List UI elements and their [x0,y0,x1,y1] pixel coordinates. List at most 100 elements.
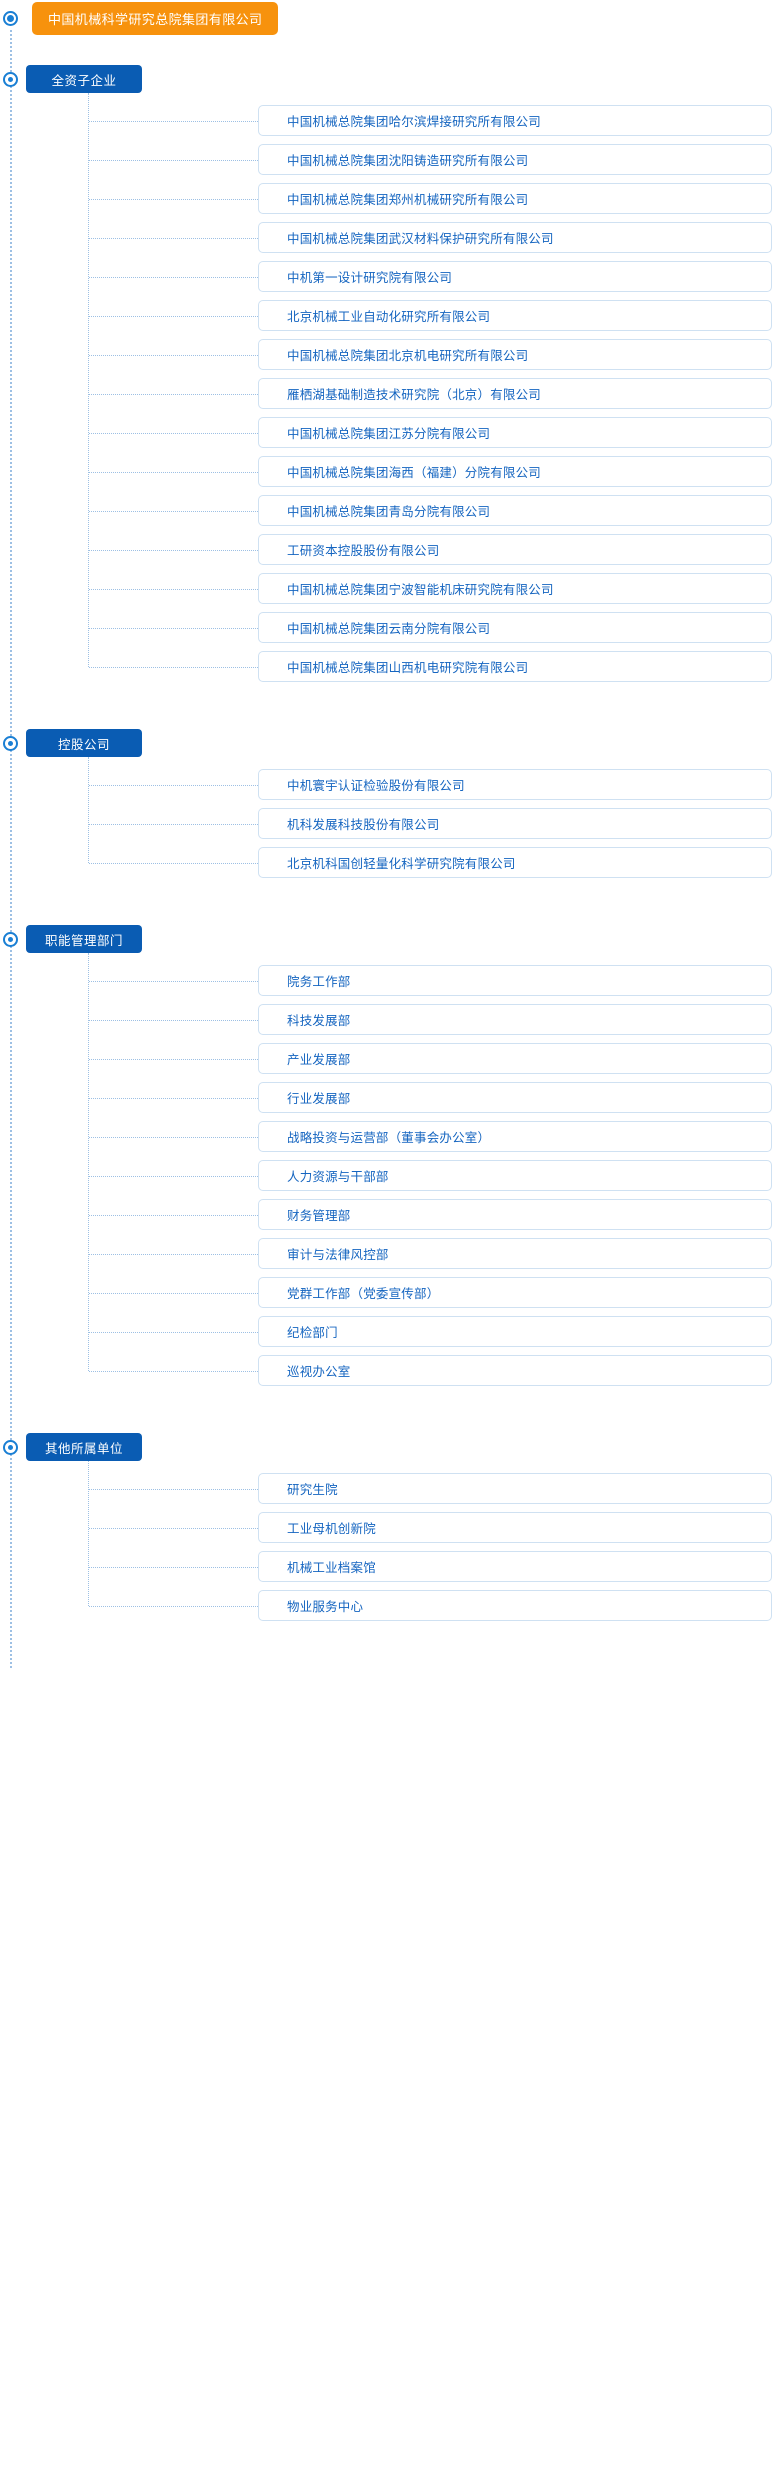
branch-horizontal-2-4 [89,1136,258,1138]
branch-horizontal-2-10 [89,1370,258,1372]
branch-horizontal-0-8 [89,432,258,434]
branch-horizontal-0-12 [89,588,258,590]
leaf-node[interactable]: 中国机械总院集团云南分院有限公司 [258,612,772,643]
leaf-node-label: 党群工作部（党委宣传部） [287,1287,440,1301]
branch-horizontal-2-2 [89,1058,258,1060]
leaf-node[interactable]: 中机寰宇认证检验股份有限公司 [258,769,772,800]
leaf-node-label: 研究生院 [287,1483,338,1497]
category-node-label: 职能管理部门 [44,933,123,948]
leaf-node[interactable]: 院务工作部 [258,965,772,996]
rail-marker-group-1 [3,735,18,751]
category-node-label: 其他所属单位 [44,1441,123,1456]
leaf-node[interactable]: 财务管理部 [258,1199,772,1230]
leaf-node[interactable]: 中机第一设计研究院有限公司 [258,261,772,292]
rail-marker-group-3 [3,1439,18,1455]
branch-horizontal-2-7 [89,1253,258,1255]
main-spine-line [10,30,12,1668]
leaf-node-label: 纪检部门 [287,1326,338,1340]
branch-horizontal-0-1 [89,159,258,161]
branch-horizontal-1-2 [89,862,258,864]
leaf-node[interactable]: 审计与法律风控部 [258,1238,772,1269]
leaf-node[interactable]: 中国机械总院集团沈阳铸造研究所有限公司 [258,144,772,175]
leaf-node[interactable]: 工业母机创新院 [258,1512,772,1543]
leaf-node-label: 工业母机创新院 [287,1522,376,1536]
leaf-node-label: 中机寰宇认证检验股份有限公司 [287,779,465,793]
leaf-node[interactable]: 中国机械总院集团青岛分院有限公司 [258,495,772,526]
rail-marker-root [3,11,18,26]
leaf-node-label: 中国机械总院集团宁波智能机床研究院有限公司 [287,583,554,597]
leaf-node[interactable]: 党群工作部（党委宣传部） [258,1277,772,1308]
leaf-node[interactable]: 行业发展部 [258,1082,772,1113]
leaf-node[interactable]: 产业发展部 [258,1043,772,1074]
leaf-node[interactable]: 中国机械总院集团郑州机械研究所有限公司 [258,183,772,214]
leaf-node-label: 物业服务中心 [287,1600,364,1614]
branch-horizontal-0-13 [89,627,258,629]
leaf-node-label: 院务工作部 [287,975,351,989]
leaf-node[interactable]: 战略投资与运营部（董事会办公室） [258,1121,772,1152]
branch-horizontal-3-0 [89,1488,258,1490]
leaf-node-label: 中国机械总院集团海西（福建）分院有限公司 [287,466,542,480]
leaf-node-label: 雁栖湖基础制造技术研究院（北京）有限公司 [287,388,542,402]
root-node[interactable]: 中国机械科学研究总院集团有限公司 [32,2,279,35]
leaf-node[interactable]: 人力资源与干部部 [258,1160,772,1191]
leaf-node-label: 机科发展科技股份有限公司 [287,818,440,832]
branch-horizontal-2-0 [89,980,258,982]
branch-horizontal-0-4 [89,276,258,278]
category-node-label: 控股公司 [57,737,110,752]
branch-horizontal-0-2 [89,198,258,200]
branch-horizontal-1-0 [89,784,258,786]
leaf-node[interactable]: 科技发展部 [258,1004,772,1035]
leaf-node[interactable]: 中国机械总院集团江苏分院有限公司 [258,417,772,448]
leaf-node[interactable]: 北京机科国创轻量化科学研究院有限公司 [258,847,772,878]
leaf-node[interactable]: 巡视办公室 [258,1355,772,1386]
leaf-node[interactable]: 北京机械工业自动化研究所有限公司 [258,300,772,331]
rail-marker-group-0 [3,71,18,87]
category-node-0[interactable]: 全资子企业 [26,65,142,93]
leaf-node[interactable]: 中国机械总院集团宁波智能机床研究院有限公司 [258,573,772,604]
leaf-node[interactable]: 工研资本控股股份有限公司 [258,534,772,565]
leaf-node[interactable]: 机械工业档案馆 [258,1551,772,1582]
leaf-node-label: 机械工业档案馆 [287,1561,376,1575]
branch-horizontal-2-9 [89,1331,258,1333]
leaf-node[interactable]: 研究生院 [258,1473,772,1504]
leaf-node-label: 中国机械总院集团沈阳铸造研究所有限公司 [287,154,529,168]
branch-horizontal-0-14 [89,666,258,668]
leaf-node-label: 审计与法律风控部 [287,1248,389,1262]
leaf-node[interactable]: 物业服务中心 [258,1590,772,1621]
branch-horizontal-3-1 [89,1527,258,1529]
category-node-1[interactable]: 控股公司 [26,729,142,757]
leaf-node[interactable]: 中国机械总院集团北京机电研究所有限公司 [258,339,772,370]
leaf-node-label: 中国机械总院集团山西机电研究院有限公司 [287,661,529,675]
leaf-node[interactable]: 雁栖湖基础制造技术研究院（北京）有限公司 [258,378,772,409]
category-node-3[interactable]: 其他所属单位 [26,1433,142,1461]
leaf-node-label: 中国机械总院集团郑州机械研究所有限公司 [287,193,529,207]
branch-horizontal-0-9 [89,471,258,473]
leaf-node[interactable]: 机科发展科技股份有限公司 [258,808,772,839]
leaf-node[interactable]: 纪检部门 [258,1316,772,1347]
branch-horizontal-1-1 [89,823,258,825]
branch-horizontal-0-7 [89,393,258,395]
leaf-node-label: 中国机械总院集团江苏分院有限公司 [287,427,491,441]
branch-horizontal-0-10 [89,510,258,512]
branch-vertical-0 [88,93,89,667]
leaf-node-label: 产业发展部 [287,1053,351,1067]
branch-horizontal-2-1 [89,1019,258,1021]
leaf-node-label: 科技发展部 [287,1014,351,1028]
leaf-node[interactable]: 中国机械总院集团哈尔滨焊接研究所有限公司 [258,105,772,136]
leaf-node-label: 中国机械总院集团武汉材料保护研究所有限公司 [287,232,554,246]
leaf-node[interactable]: 中国机械总院集团山西机电研究院有限公司 [258,651,772,682]
leaf-node[interactable]: 中国机械总院集团海西（福建）分院有限公司 [258,456,772,487]
leaf-node[interactable]: 中国机械总院集团武汉材料保护研究所有限公司 [258,222,772,253]
branch-vertical-2 [88,953,89,1371]
leaf-node-label: 工研资本控股股份有限公司 [287,544,440,558]
leaf-node-label: 中国机械总院集团云南分院有限公司 [287,622,491,636]
branch-horizontal-2-8 [89,1292,258,1294]
leaf-node-label: 北京机科国创轻量化科学研究院有限公司 [287,857,516,871]
leaf-node-label: 中国机械总院集团哈尔滨焊接研究所有限公司 [287,115,542,129]
leaf-node-label: 中国机械总院集团青岛分院有限公司 [287,505,491,519]
rail-marker-group-2 [3,931,18,947]
branch-horizontal-2-5 [89,1175,258,1177]
leaf-node-label: 人力资源与干部部 [287,1170,389,1184]
category-node-2[interactable]: 职能管理部门 [26,925,142,953]
branch-horizontal-0-6 [89,354,258,356]
